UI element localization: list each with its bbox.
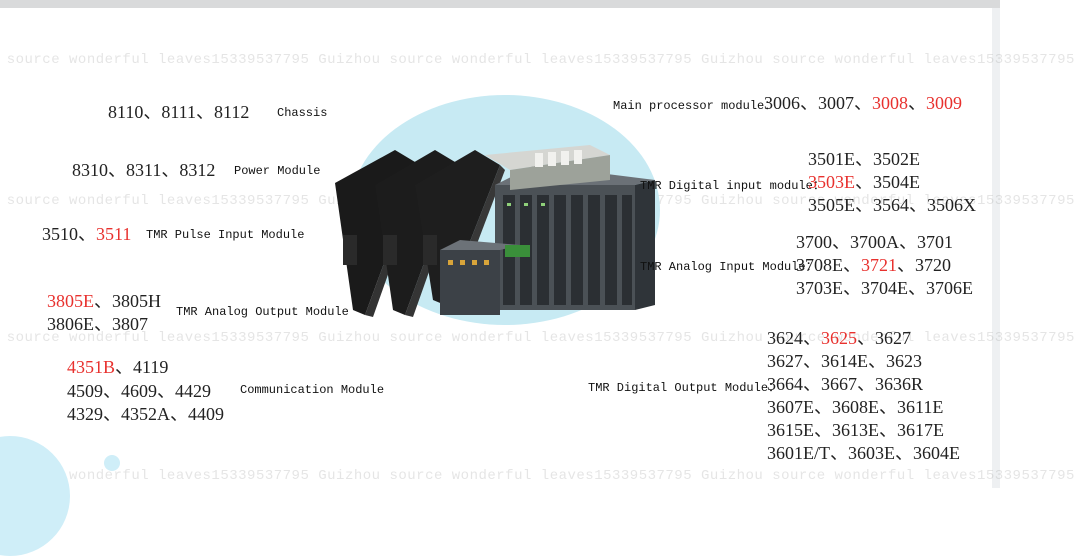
digital-in-models-1: 3501E、3502E [808, 149, 920, 169]
digital-out-models-5: 3615E、3613E、3617E [767, 420, 944, 440]
top-bar [0, 0, 1000, 8]
digital-out-models-3: 3664、3667、3636R [767, 374, 924, 394]
analog-in-label: TMR Analog Input Module： [640, 260, 818, 274]
analog-out-label: TMR Analog Output Module [176, 305, 349, 319]
watermark: ou source wonderful leaves15339537795 Gu… [0, 330, 1075, 346]
model-text-highlight: 3721 [861, 255, 897, 275]
model-text: 、3720 [897, 255, 951, 275]
comm-models-3: 4329、4352A、4409 [67, 404, 224, 424]
power-models: 8310、8311、8312 [72, 160, 216, 180]
decor-dot [104, 455, 120, 471]
model-text: 、3504E [855, 172, 920, 192]
digital-out-models-1: 3624、3625、3627 [767, 327, 911, 349]
digital-out-models-2: 3627、3614E、3623 [767, 351, 922, 371]
digital-out-models-6: 3601E/T、3603E、3604E [767, 443, 960, 463]
analog-in-models-2: 3708E、3721、3720 [796, 254, 951, 276]
main-proc-label: Main processor module： [613, 99, 777, 113]
model-text: 、4119 [115, 357, 169, 377]
model-text-highlight: 3503E [808, 172, 855, 192]
watermark: ou source wonderful leaves15339537795 Gu… [0, 468, 1075, 484]
model-text-highlight: 3511 [96, 224, 132, 244]
model-text-highlight: 3009 [926, 93, 962, 113]
scrollbar-track[interactable] [992, 8, 1000, 488]
analog-out-models: 3805E、3805H [47, 290, 161, 312]
analog-in-models-3: 3703E、3704E、3706E [796, 278, 973, 298]
chassis-models: 8110、8111、8112 [108, 102, 250, 122]
model-text: 3708E、 [796, 255, 861, 275]
model-text: 3006、3007、 [764, 93, 872, 113]
chassis-label: Chassis [277, 106, 328, 120]
plc-rack-image [335, 145, 655, 317]
digital-out-label: TMR Digital Output Module： [588, 381, 781, 395]
model-text: 、3627 [857, 328, 911, 348]
power-label: Power Module [234, 164, 321, 178]
model-text-highlight: 3625 [821, 328, 857, 348]
digital-in-label: TMR Digital input module： [640, 179, 825, 193]
analog-in-models-1: 3700、3700A、3701 [796, 232, 953, 252]
digital-in-models-3: 3505E、3564、3506X [808, 195, 976, 215]
model-text-highlight: 3008 [872, 93, 908, 113]
pulse-label: TMR Pulse Input Module [146, 228, 305, 242]
main-proc-models: 3006、3007、3008、3009 [764, 92, 962, 114]
analog-out-models-2: 3806E、3807 [47, 314, 148, 334]
watermark: ou source wonderful leaves15339537795 Gu… [0, 52, 1075, 68]
comm-label: Communication Module [240, 383, 385, 397]
model-text: 、3805H [94, 291, 161, 311]
digital-in-models-2: 3503E、3504E [808, 171, 920, 193]
decor-circle [0, 436, 70, 556]
digital-out-models-4: 3607E、3608E、3611E [767, 397, 944, 417]
model-text: 、 [908, 93, 926, 113]
comm-models: 4351B、4119 [67, 356, 168, 378]
pulse-models: 3510、3511 [42, 223, 131, 245]
model-text-highlight: 4351B [67, 357, 116, 377]
model-text-highlight: 3805E [47, 291, 94, 311]
comm-models-2: 4509、4609、4429 [67, 381, 211, 401]
model-text: 3510、 [42, 224, 96, 244]
model-text: 3624、 [767, 328, 821, 348]
